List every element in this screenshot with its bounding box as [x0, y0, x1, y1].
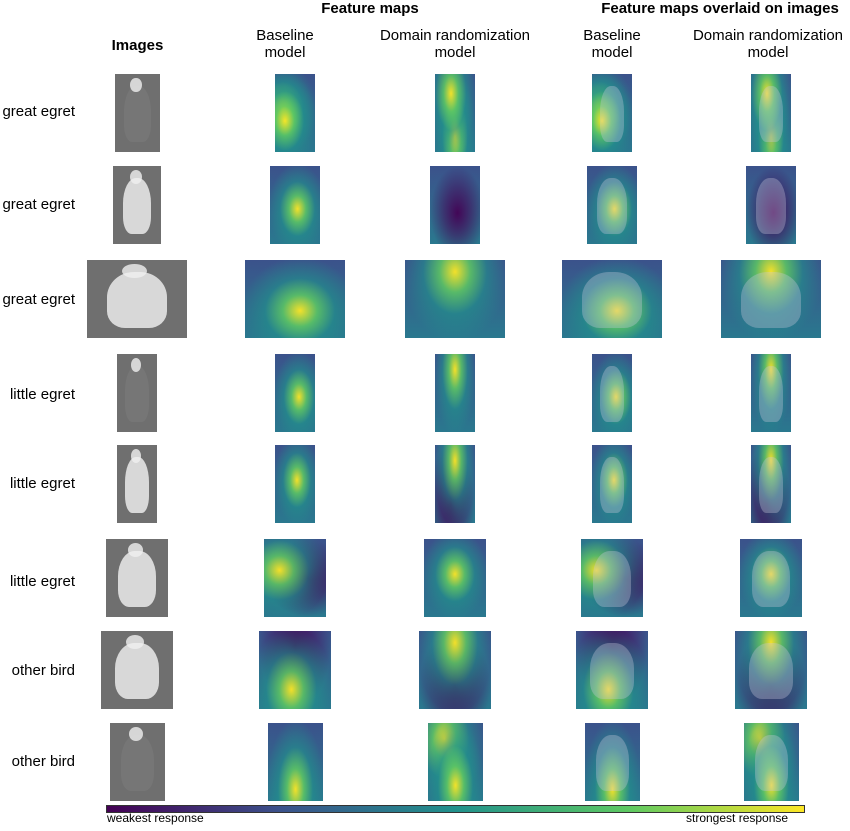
- domain-randomization-feature-map: [405, 260, 505, 338]
- baseline-overlay-map: [581, 539, 643, 617]
- bird-overlay: [600, 365, 624, 422]
- bird-overlay: [595, 734, 629, 791]
- bird-overlay: [741, 271, 801, 328]
- header-baseline-line2: model: [264, 44, 306, 61]
- bird-overlay: [590, 642, 634, 699]
- row-label: great egret: [2, 103, 75, 120]
- row-label: little egret: [9, 386, 75, 403]
- header-overlay-baseline-line1: Baseline: [583, 27, 641, 44]
- domain-randomization-overlay-map: [751, 74, 791, 152]
- header-images: Images: [111, 37, 164, 54]
- bird-overlay: [582, 271, 642, 328]
- bird-overlay: [600, 85, 624, 142]
- bird-overlay: [754, 734, 788, 791]
- row-label: other bird: [11, 662, 75, 679]
- baseline-feature-map: [245, 260, 345, 338]
- baseline-overlay-map: [592, 445, 632, 523]
- bird-image: [106, 539, 168, 617]
- baseline-overlay-map: [592, 74, 632, 152]
- colorbar-min-label: weakest response: [107, 811, 204, 825]
- domain-randomization-overlay-map: [721, 260, 821, 338]
- baseline-feature-map: [267, 723, 323, 801]
- bird-image: [117, 354, 157, 432]
- bird-silhouette: [125, 456, 149, 513]
- baseline-feature-map: [259, 631, 331, 709]
- bird-head: [126, 634, 145, 649]
- bird-silhouette: [123, 85, 151, 142]
- bird-silhouette: [107, 271, 167, 328]
- bird-overlay: [756, 177, 786, 234]
- bird-silhouette: [115, 642, 159, 699]
- colorbar-max-label: strongest response: [686, 811, 789, 825]
- row-label: great egret: [2, 291, 75, 308]
- header-baseline-line1: Baseline: [256, 27, 314, 44]
- bird-silhouette: [118, 550, 156, 607]
- bird-head: [128, 726, 143, 741]
- header-feature-maps: Feature maps: [321, 0, 419, 17]
- header-feature-maps-overlaid: Feature maps overlaid on images: [601, 0, 839, 17]
- header-overlay-dr-line1: Domain randomization: [692, 27, 844, 44]
- header-overlay-dr-line2: model: [747, 44, 789, 61]
- header-overlay-baseline-line2: model: [591, 44, 633, 61]
- bird-image: [109, 723, 165, 801]
- baseline-overlay-map: [587, 166, 637, 244]
- baseline-feature-map: [275, 445, 315, 523]
- domain-randomization-overlay-map: [751, 445, 791, 523]
- header-dr-line1: Domain randomization: [379, 27, 531, 44]
- domain-randomization-feature-map: [435, 74, 475, 152]
- bird-head: [131, 357, 141, 372]
- domain-randomization-overlay-map: [740, 539, 802, 617]
- baseline-feature-map: [264, 539, 326, 617]
- row-label: other bird: [11, 753, 75, 770]
- bird-overlay: [600, 456, 624, 513]
- domain-randomization-overlay-map: [743, 723, 799, 801]
- bird-silhouette: [122, 177, 152, 234]
- bird-overlay: [759, 85, 783, 142]
- domain-randomization-overlay-map: [746, 166, 796, 244]
- bird-image: [101, 631, 173, 709]
- row-label: great egret: [2, 196, 75, 213]
- bird-head: [129, 169, 142, 184]
- baseline-overlay-map: [562, 260, 662, 338]
- bird-silhouette: [125, 365, 149, 422]
- bird-overlay: [759, 365, 783, 422]
- header-dr-line2: model: [434, 44, 476, 61]
- bird-overlay: [597, 177, 627, 234]
- bird-image: [113, 166, 161, 244]
- domain-randomization-feature-map: [435, 445, 475, 523]
- bird-head: [131, 448, 141, 463]
- row-label: little egret: [9, 475, 75, 492]
- baseline-overlay-map: [592, 354, 632, 432]
- bird-image: [87, 260, 187, 338]
- bird-overlay: [752, 550, 790, 607]
- baseline-feature-map: [275, 354, 315, 432]
- bird-head: [122, 263, 147, 278]
- domain-randomization-feature-map: [430, 166, 480, 244]
- bird-overlay: [749, 642, 793, 699]
- baseline-overlay-map: [576, 631, 648, 709]
- domain-randomization-overlay-map: [735, 631, 807, 709]
- bird-silhouette: [120, 734, 154, 791]
- bird-overlay: [593, 550, 631, 607]
- domain-randomization-feature-map: [427, 723, 483, 801]
- bird-overlay: [759, 456, 783, 513]
- domain-randomization-feature-map: [424, 539, 486, 617]
- domain-randomization-feature-map: [419, 631, 491, 709]
- domain-randomization-feature-map: [435, 354, 475, 432]
- bird-image: [114, 74, 160, 152]
- domain-randomization-overlay-map: [751, 354, 791, 432]
- colorbar: [106, 805, 805, 813]
- baseline-feature-map: [270, 166, 320, 244]
- bird-head: [130, 77, 142, 92]
- baseline-overlay-map: [584, 723, 640, 801]
- baseline-feature-map: [275, 74, 315, 152]
- row-label: little egret: [9, 573, 75, 590]
- bird-image: [117, 445, 157, 523]
- bird-head: [127, 542, 144, 557]
